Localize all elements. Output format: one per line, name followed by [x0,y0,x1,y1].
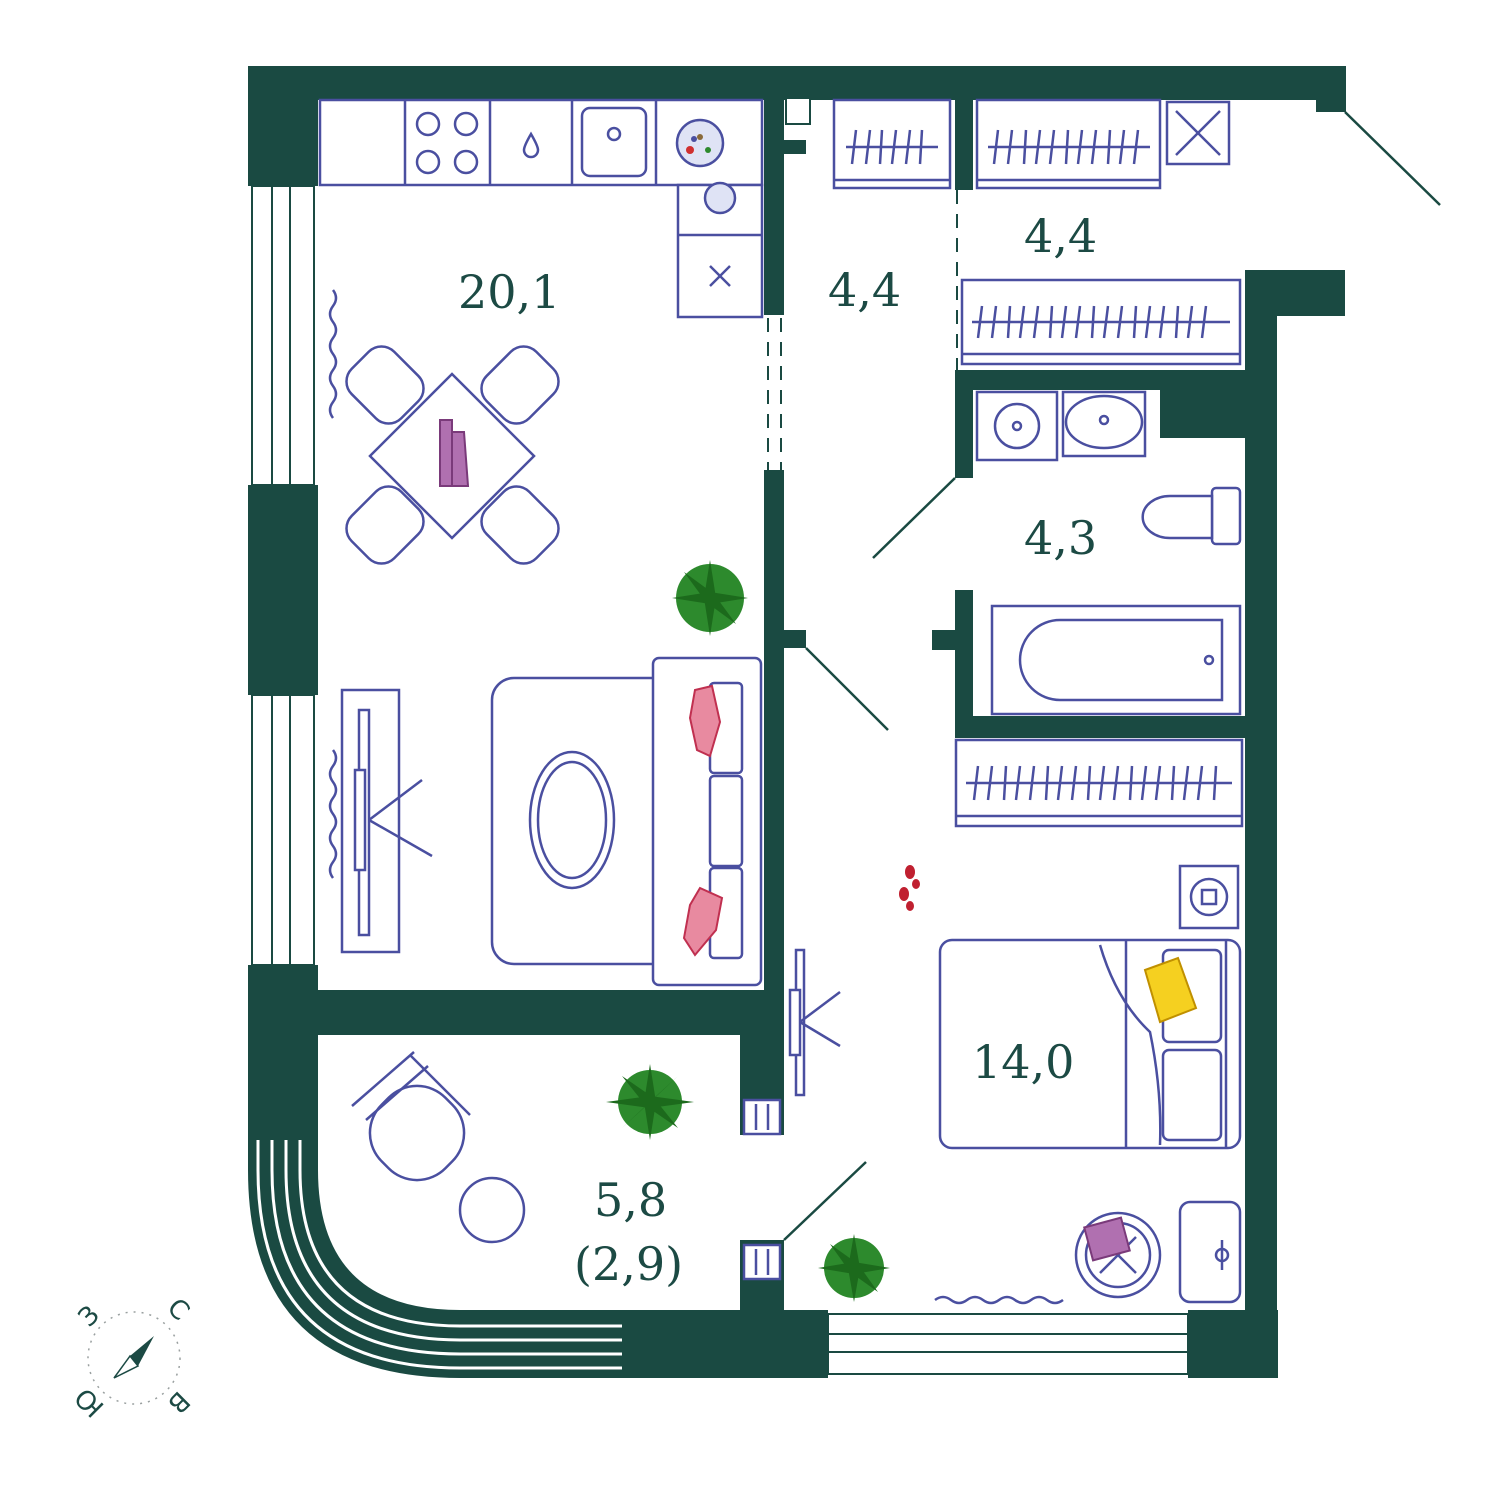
water-drop-icon [522,131,540,159]
ventilation-icon [1165,100,1231,166]
sofa [490,656,763,987]
room-area-kitchen-living: 20,1 [458,265,560,319]
plant-icon [606,1064,694,1140]
doors [767,111,1441,1241]
compass-north: С [161,1293,195,1327]
room-area-bedroom: 14,0 [972,1035,1074,1089]
compass: С З Ю В [69,1293,195,1423]
compass-needle-icon [130,1336,154,1366]
compass-west: З [73,1300,106,1333]
closet-rack [975,98,1162,190]
entry-door-leaf [788,948,841,1097]
footprints-icon [899,865,920,911]
windows [251,185,1189,1375]
round-sink-icon [703,181,737,215]
plant-icon [818,1234,890,1302]
washing-machine-icon [1178,864,1240,930]
radiator-icon [742,1098,782,1281]
sink-icon [580,106,648,178]
bowl-icon [675,118,725,168]
plant-icon [672,560,748,636]
dishwasher-icon [709,265,731,287]
dining-set [345,345,560,565]
curtain-icon [328,289,338,419]
room-area-bathroom: 4,3 [1024,511,1097,565]
closet-rack [960,278,1242,366]
toilet-icon [1141,486,1242,546]
room-area-hallway: 4,4 [828,263,901,317]
curtain-icon [934,1295,1064,1305]
tv-stand [340,688,433,954]
hall-wardrobe [832,98,952,190]
armchair-icon [1074,1211,1162,1299]
balcony-table-icon [458,1176,526,1244]
nightstand-icon [1178,1200,1242,1304]
room-area-wardrobe: 4,4 [1024,209,1097,263]
bathtub-icon [990,604,1242,716]
compass-east: В [161,1385,195,1419]
balcony-curved-wall [248,1140,622,1378]
walls [248,66,1346,1378]
curtain-icon [328,749,338,879]
bed-icon [938,938,1242,1150]
room-area-balcony: 5,8 [594,1173,667,1227]
closet-rack [954,738,1244,828]
compass-south: Ю [69,1381,110,1422]
room-area-balcony-reduced: (2,9) [574,1237,683,1291]
balcony-chair-icon [351,1051,471,1182]
stove-icon [415,111,479,175]
bath-fixtures [975,390,1147,462]
